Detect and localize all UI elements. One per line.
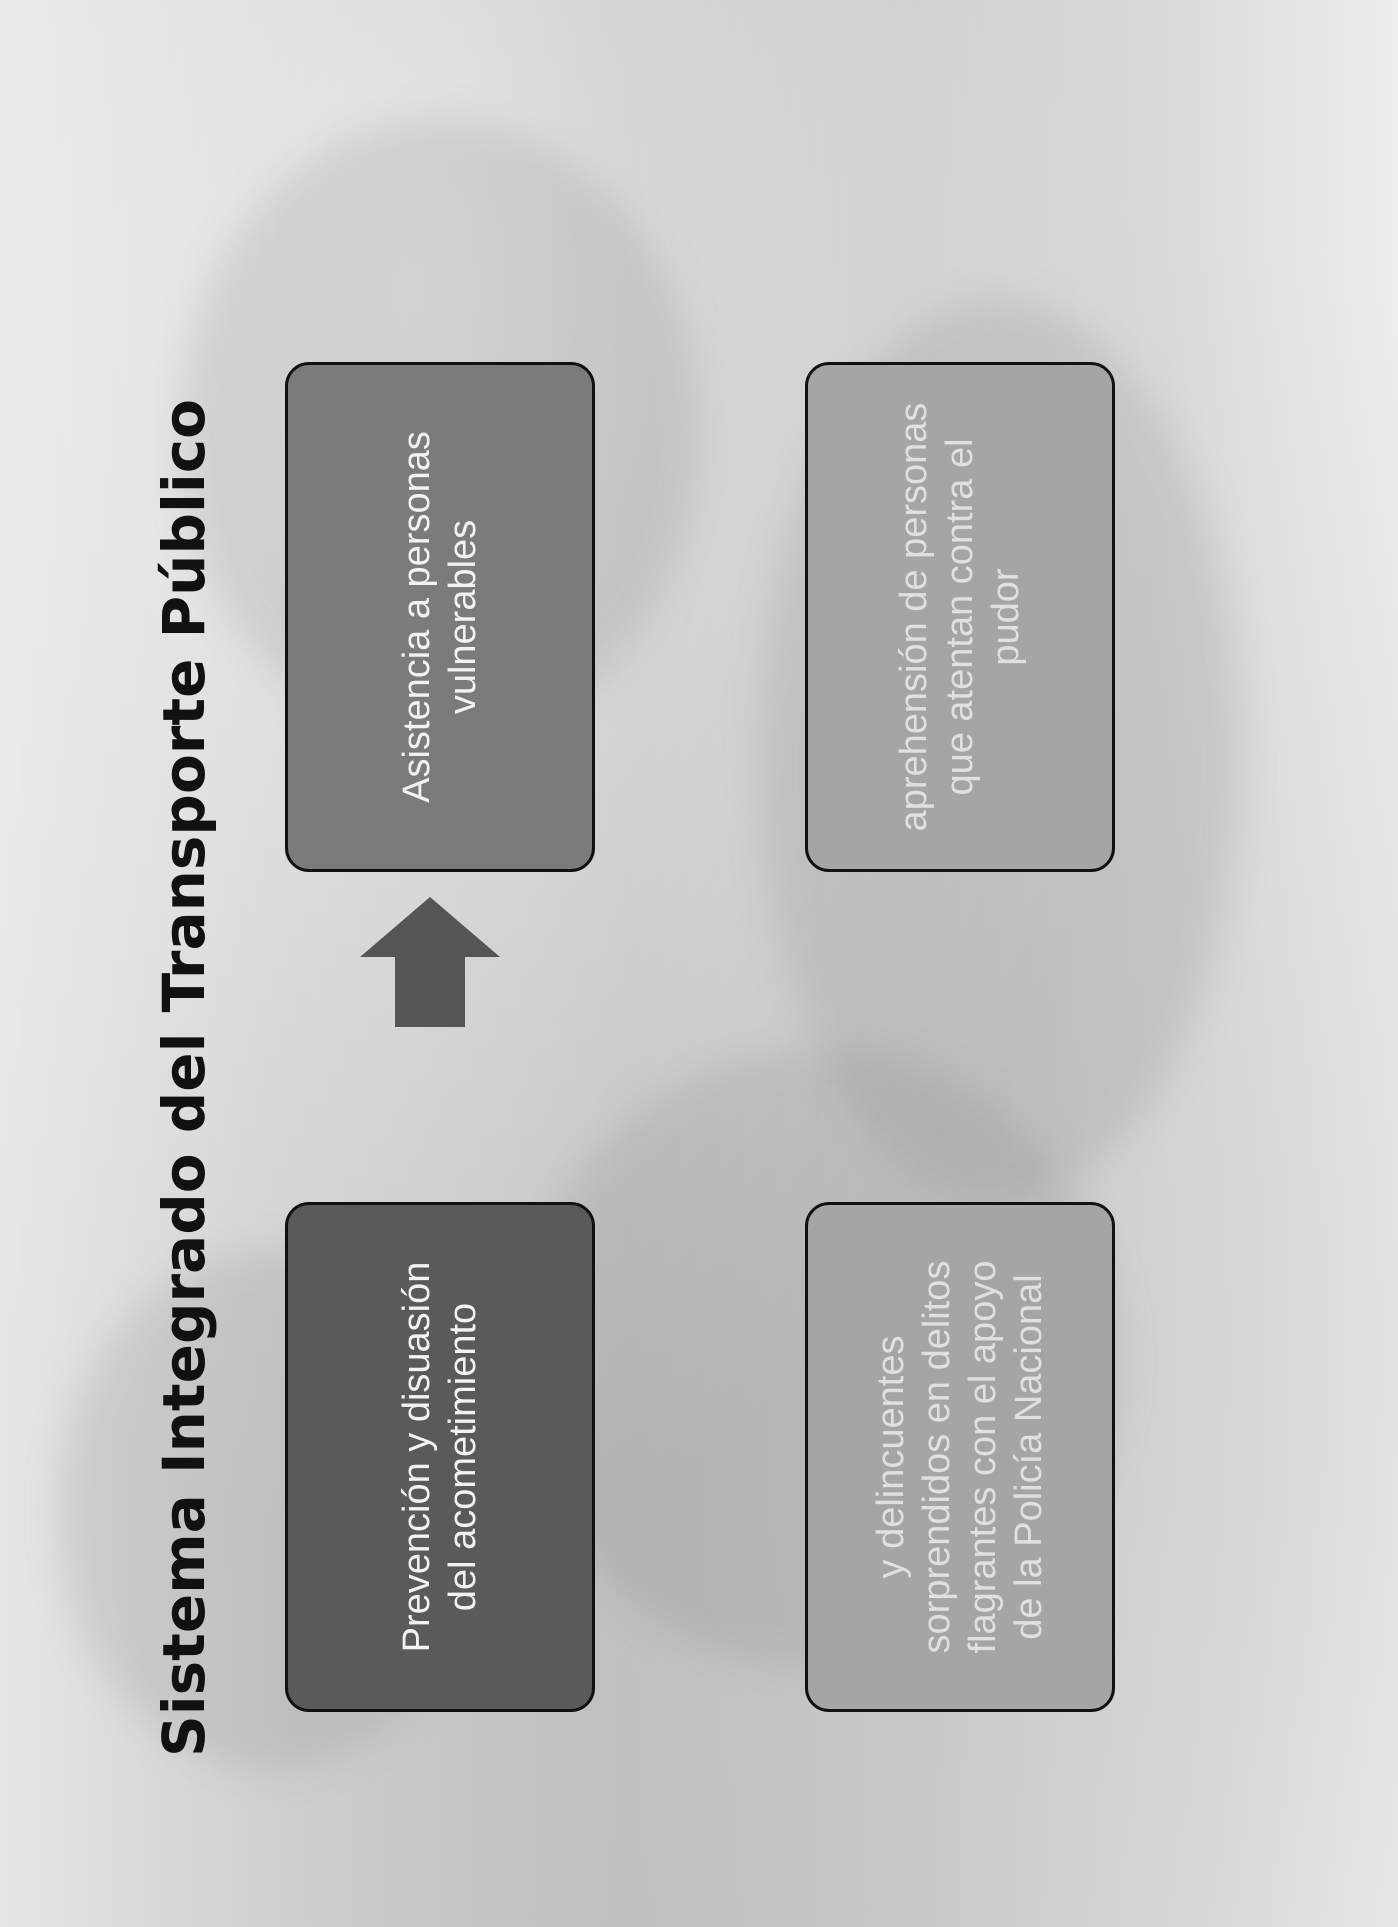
arrow-head (360, 897, 500, 957)
slide-title: Sistema Integrado del Transporte Público (150, 399, 218, 1757)
box-assistance: Asistencia a personas vulnerables (285, 362, 595, 872)
box-apprehension: aprehensión de personas que atentan cont… (805, 362, 1115, 872)
box-offenders-text: y delincuentes sorprendidos en delitos f… (870, 1260, 1050, 1654)
box-assistance-text: Asistencia a personas vulnerables (396, 431, 484, 803)
box-prevention: Prevención y disuasión del acometimiento (285, 1202, 595, 1712)
box-offenders: y delincuentes sorprendidos en delitos f… (805, 1202, 1115, 1712)
box-apprehension-text: aprehensión de personas que atentan cont… (893, 402, 1027, 832)
arrow-shaft (395, 957, 465, 1027)
box-prevention-text: Prevención y disuasión del acometimiento (396, 1261, 484, 1653)
